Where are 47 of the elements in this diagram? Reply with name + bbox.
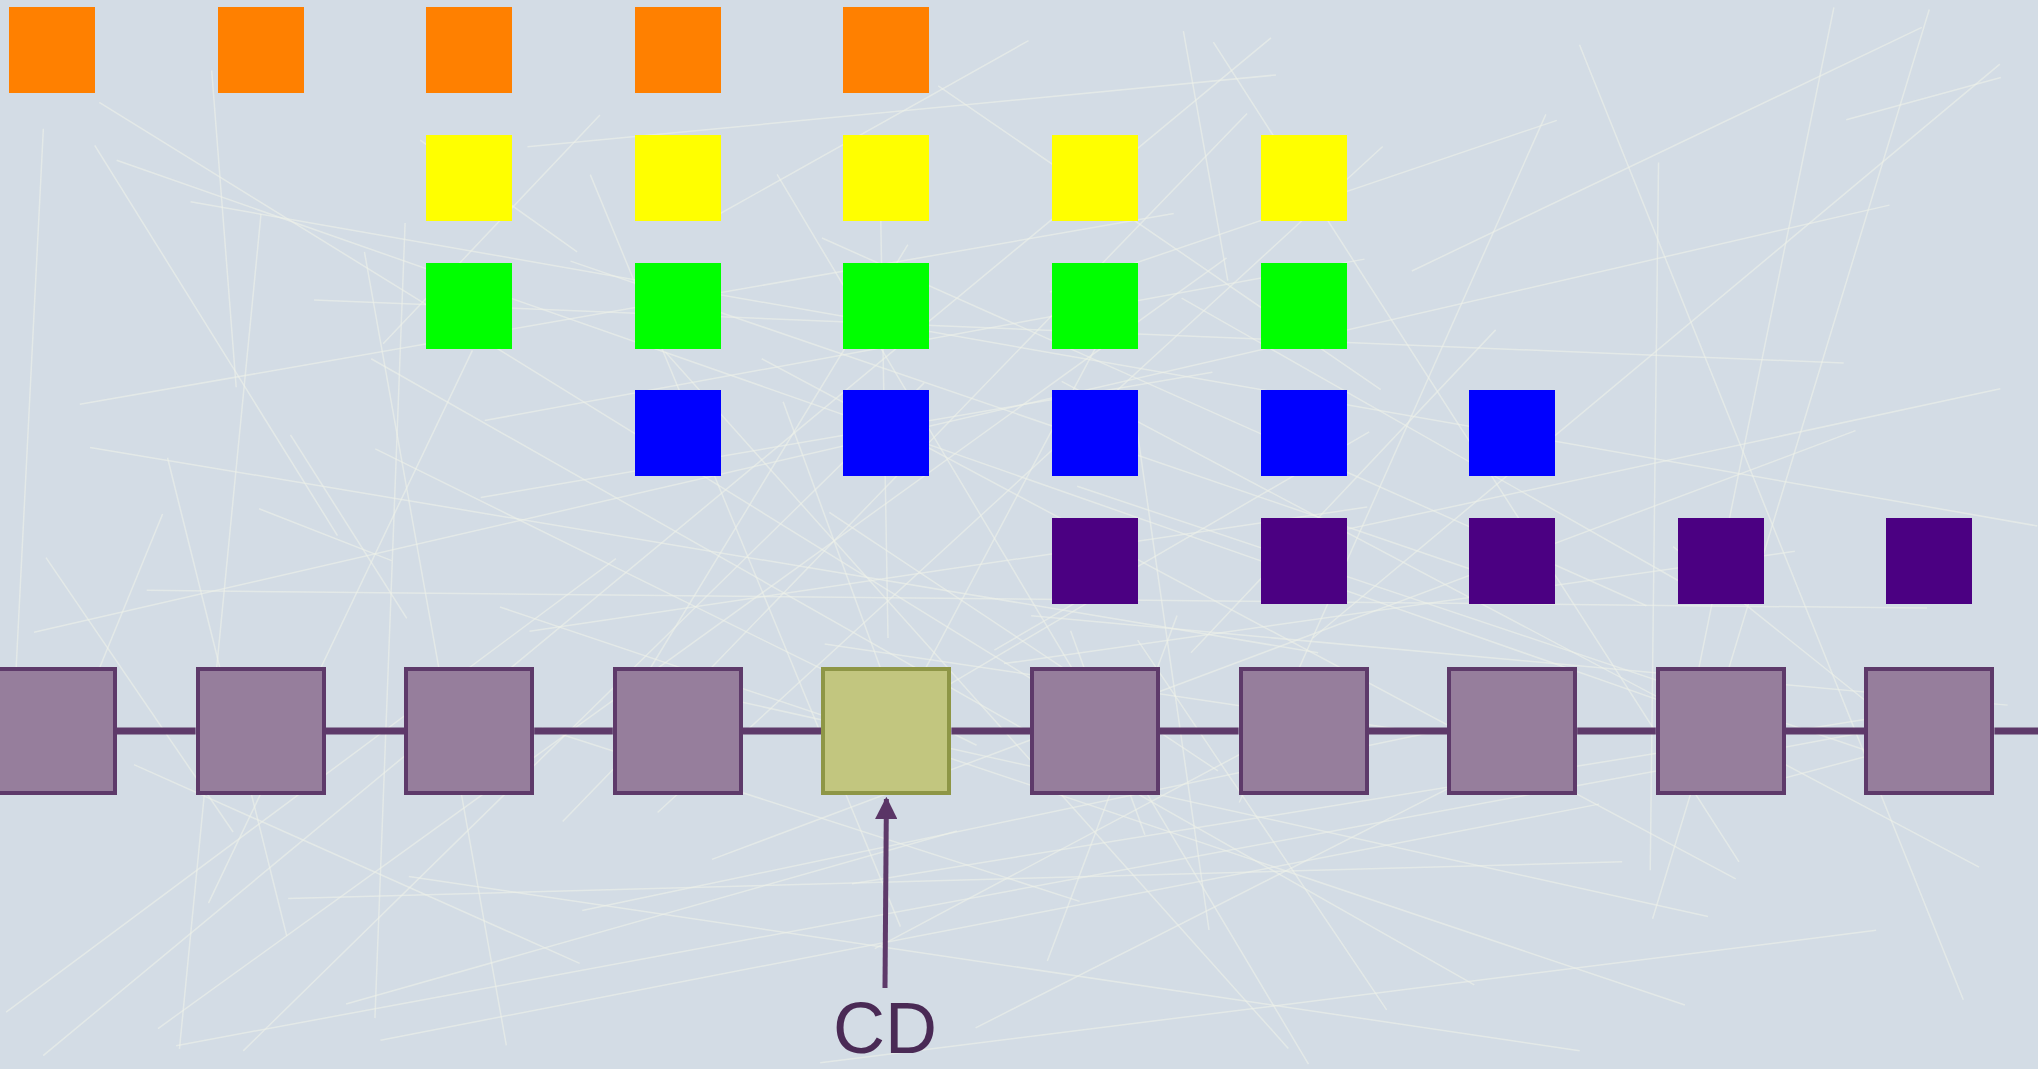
connector-line xyxy=(117,727,196,735)
chain-box xyxy=(1030,667,1160,795)
square xyxy=(426,134,513,221)
connector-line xyxy=(534,727,613,735)
square xyxy=(1052,518,1138,605)
chain-box xyxy=(1655,667,1786,795)
square xyxy=(843,134,930,221)
square xyxy=(634,7,721,93)
square xyxy=(1260,134,1347,221)
connector-line xyxy=(1368,727,1448,735)
chain-box xyxy=(195,667,326,795)
arrow xyxy=(875,796,898,988)
connector-line xyxy=(1160,727,1239,735)
chain-box xyxy=(0,667,117,795)
chain-box xyxy=(1447,667,1578,795)
square xyxy=(426,262,513,349)
highlighted-box xyxy=(821,667,952,795)
square xyxy=(843,262,930,349)
square xyxy=(1469,390,1556,477)
connector-line xyxy=(1994,727,2038,735)
square xyxy=(1052,262,1138,349)
square xyxy=(1260,262,1347,349)
square xyxy=(426,7,513,93)
chain-box xyxy=(1238,667,1369,795)
chain-box xyxy=(612,667,743,795)
label-text: CD xyxy=(832,992,938,1064)
square xyxy=(843,390,930,477)
square xyxy=(634,390,721,477)
square xyxy=(217,7,304,93)
connector-line xyxy=(1785,727,1865,735)
square xyxy=(843,7,930,93)
connector-line xyxy=(1577,727,1656,735)
connector-line xyxy=(325,727,405,735)
connector-line xyxy=(742,727,822,735)
square xyxy=(1677,518,1764,605)
square xyxy=(1469,518,1556,605)
square xyxy=(634,262,721,349)
square xyxy=(1886,518,1973,605)
connector-line xyxy=(951,727,1030,735)
square xyxy=(1052,134,1138,221)
square xyxy=(1052,390,1138,477)
square xyxy=(1260,390,1347,477)
square xyxy=(1260,518,1347,605)
chain-box xyxy=(1864,667,1995,795)
square xyxy=(9,7,95,93)
chain-box xyxy=(404,667,535,795)
square xyxy=(634,134,721,221)
